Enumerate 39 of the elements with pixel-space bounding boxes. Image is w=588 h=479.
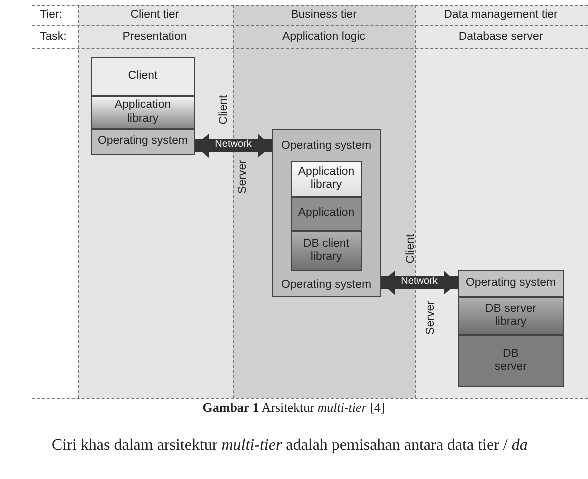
layer-label: Application (298, 207, 355, 221)
column-header: Client tier (130, 9, 180, 21)
side-label: Client (405, 234, 417, 264)
side-label: Client (218, 95, 230, 125)
layer-box (291, 197, 362, 231)
layer-box (91, 57, 195, 96)
side-label: Server (425, 301, 437, 335)
layer-box (291, 231, 362, 271)
figure-caption: Gambar 1 Arsitektur multi-tier [4] (202, 400, 386, 416)
column-header: Application logic (282, 31, 366, 43)
side-label: Server (237, 160, 249, 194)
row-header: Tier: (40, 9, 63, 21)
column-header: Presentation (122, 31, 188, 43)
double-arrow (195, 134, 272, 158)
double-arrow (381, 271, 458, 295)
layer-label: Operating system (281, 278, 372, 292)
row-header: Task: (40, 31, 67, 43)
layer-box (91, 129, 195, 155)
layer-box (458, 335, 564, 387)
layer-label: Client (128, 70, 158, 84)
column-header: Business tier (291, 9, 357, 21)
edge-label: Network (215, 139, 252, 150)
layer-label: Operating system (281, 140, 372, 154)
layer-box (458, 297, 564, 335)
layer-label: DB client library (302, 238, 351, 264)
layer-label: Application library (114, 99, 172, 126)
layer-label: Application library (297, 166, 356, 192)
layer-label: DB server library (484, 302, 538, 330)
layer-label: Operating system (98, 135, 188, 149)
layer-box (291, 161, 362, 197)
layer-label: DB server (494, 348, 528, 374)
column-header: Database server (458, 31, 544, 43)
column-header: Data management tier (444, 9, 558, 21)
layer-box (458, 270, 564, 297)
edge-label: Network (401, 276, 438, 287)
body-text: Ciri khas dalam arsitektur multi-tier adalah pemisahan antara data tier / da (52, 437, 528, 455)
layer-box (91, 96, 195, 129)
layer-box (272, 129, 381, 297)
layer-label: Operating system (466, 276, 556, 290)
